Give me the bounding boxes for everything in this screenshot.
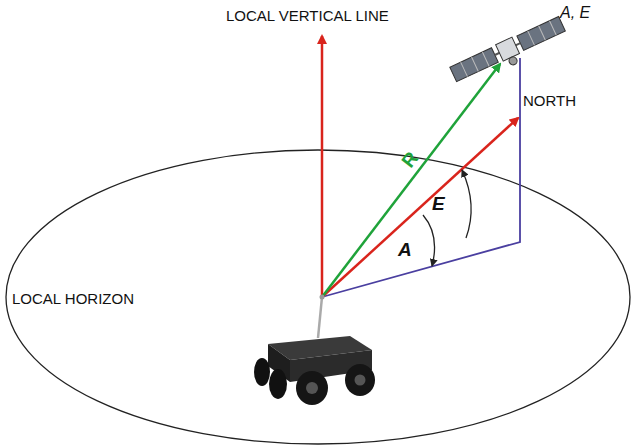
satellite bbox=[449, 16, 569, 90]
north-arrow bbox=[322, 118, 518, 297]
azimuth-arc bbox=[423, 215, 435, 266]
range-vector bbox=[322, 64, 500, 297]
axis-label: NORTH bbox=[523, 93, 576, 108]
rover bbox=[254, 295, 375, 406]
angle-label: E bbox=[432, 194, 445, 213]
angle-label: A bbox=[398, 240, 412, 259]
horizon-ellipse bbox=[6, 150, 630, 444]
axis-label: LOCAL VERTICAL LINE bbox=[226, 8, 389, 23]
vector-label: R bbox=[398, 148, 421, 171]
plane-label: LOCAL HORIZON bbox=[12, 291, 134, 306]
elevation-arc bbox=[462, 170, 471, 238]
vertical-arrow bbox=[321, 36, 324, 297]
satellite-label: A, E bbox=[560, 5, 590, 21]
projection-line bbox=[322, 58, 520, 297]
